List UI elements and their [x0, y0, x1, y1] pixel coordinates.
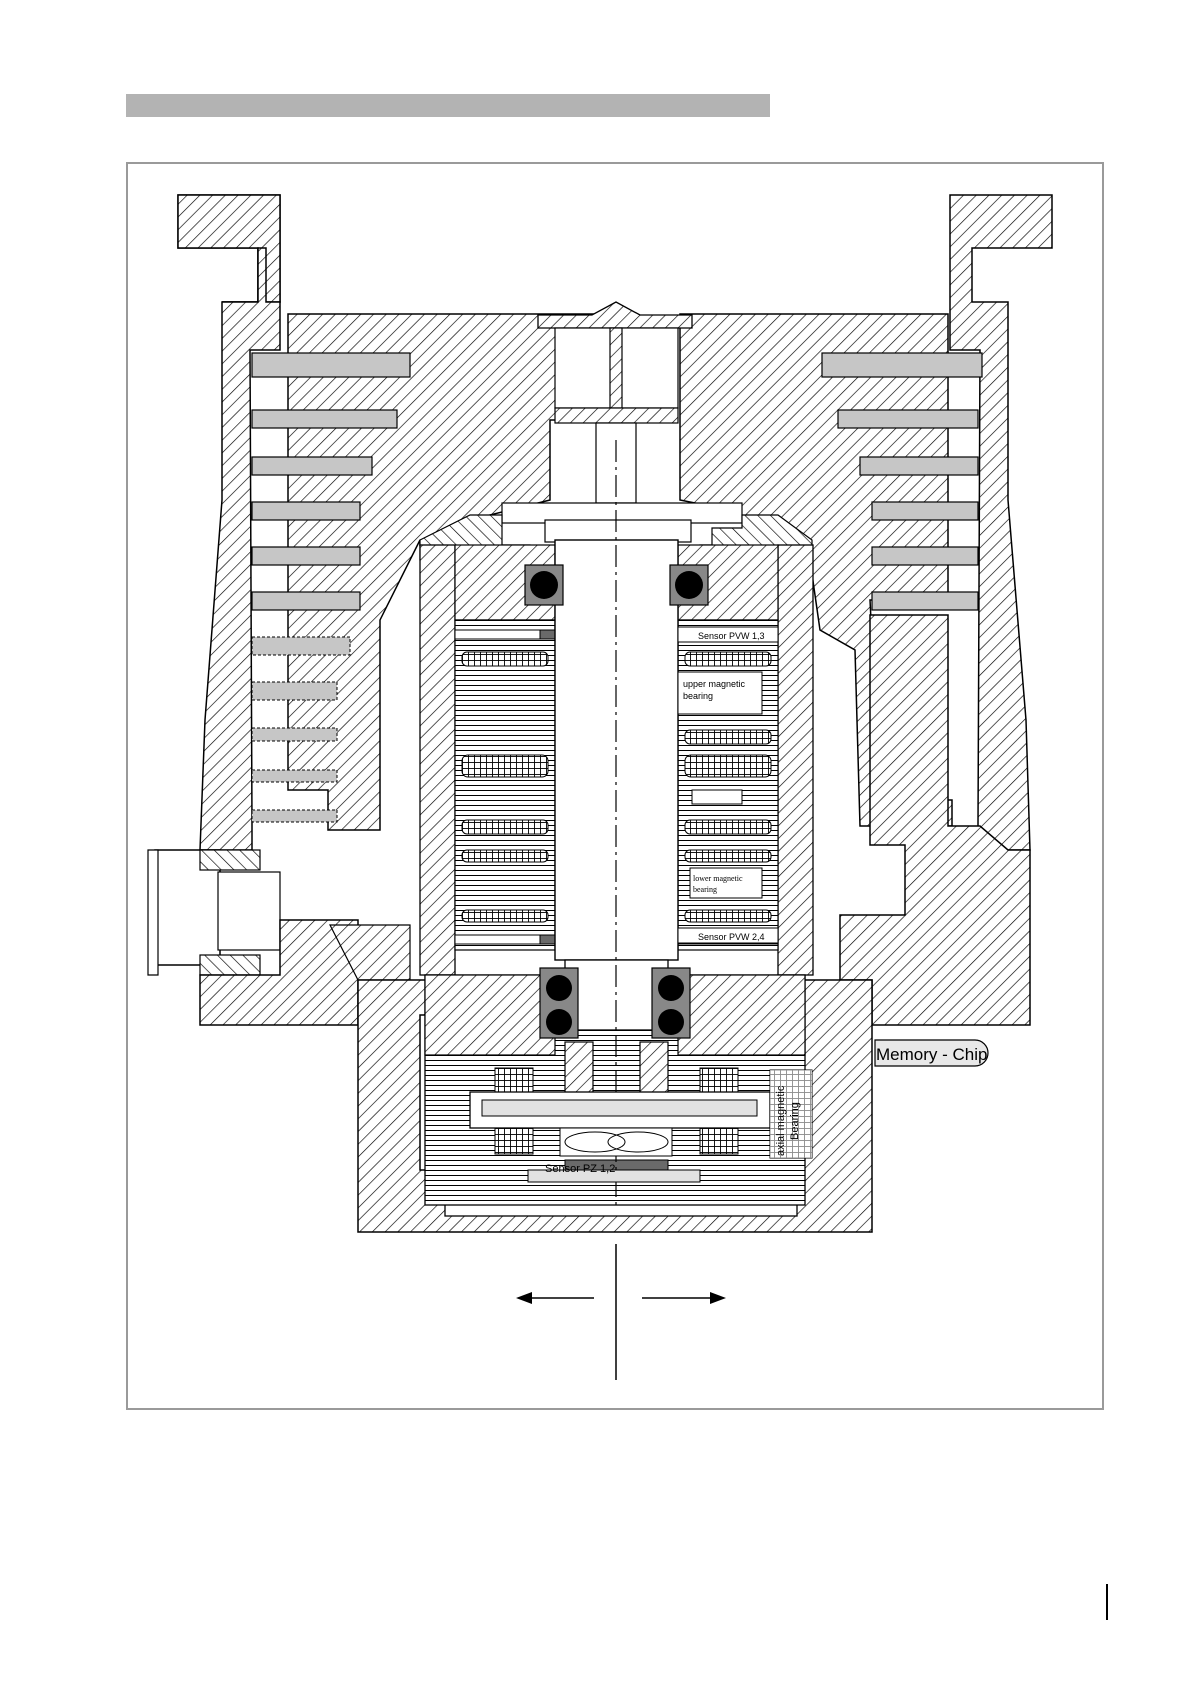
- sensor-pz-label: Sensor PZ 1,2: [545, 1163, 615, 1175]
- axial-bearing-label-line2: Bearing: [789, 1102, 801, 1140]
- sensor-pvw-24-label: Sensor PVW 2,4: [698, 932, 765, 942]
- arrow-right-icon: [642, 1292, 726, 1304]
- memory-chip-label: Memory - Chip: [876, 1045, 987, 1064]
- arrow-left-icon: [516, 1292, 594, 1304]
- lower-bearing-label-line1: lower magnetic: [693, 874, 743, 883]
- axial-bearing-label-line1: axial magnetic: [775, 1085, 787, 1156]
- upper-bearing-label-line1: upper magnetic: [683, 679, 746, 689]
- upper-bearing-label-line2: bearing: [683, 691, 713, 701]
- lower-bearing-label-line2: bearing: [693, 885, 717, 894]
- sensor-pvw-13-label: Sensor PVW 1,3: [698, 631, 765, 641]
